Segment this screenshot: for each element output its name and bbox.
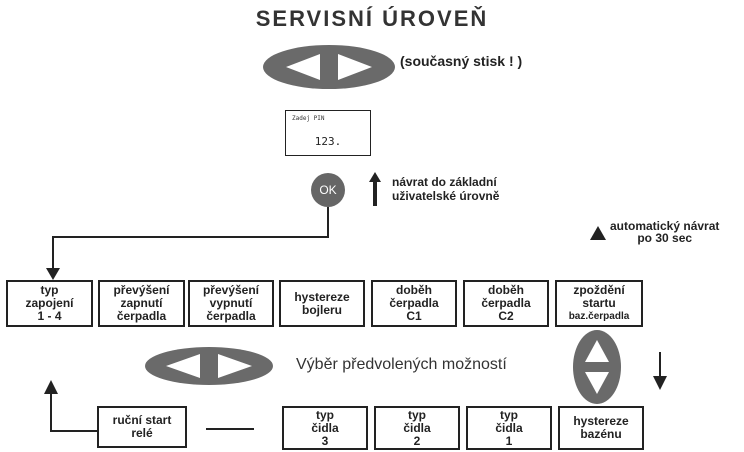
option-pump-on-diff[interactable]: převýšení zapnutí čerpadla [98,280,185,327]
option-line: C1 [406,309,422,323]
option-pool-hysteresis[interactable]: hystereze bazénu [558,406,644,450]
option-line: doběh [488,283,524,297]
button-ellipse [263,45,395,89]
arrow-right-icon [218,354,252,378]
option-line: vypnutí [209,296,253,310]
option-line: 3 [321,433,329,448]
connector-return-bottom [50,430,98,432]
triangle-up-icon [590,226,606,240]
option-line: převýšení [113,283,170,297]
arrow-down-icon [585,372,609,394]
ok-button[interactable]: OK [311,173,345,207]
option-line: 1 - 4 [37,309,62,323]
option-line: čerpadla [206,309,256,323]
option-manual-relay-start[interactable]: ruční start relé [97,406,187,448]
option-sensor-type-3[interactable]: typ čidla 3 [282,406,368,450]
left-right-buttons-select[interactable] [144,346,274,386]
button-ellipse [573,330,621,404]
arrow-down-icon [46,236,60,280]
pin-display: Zadej PIN 123. [285,110,371,156]
option-sensor-type-2[interactable]: typ čidla 2 [374,406,460,450]
option-sensor-type-1[interactable]: typ čidla 1 [466,406,552,450]
option-line: bojleru [301,302,342,317]
arrow-up-icon [44,380,58,432]
option-line: typ [408,407,426,422]
connector-horizontal [52,236,329,238]
option-boiler-hysteresis[interactable]: hystereze bojleru [279,280,365,327]
arrow-up-icon [585,340,609,362]
select-options-label: Výběr předvolených možností [296,356,507,373]
option-line: 2 [413,433,421,448]
option-line: typ [500,407,518,422]
auto-return-line1: automatický návrat [610,219,720,233]
option-line: typ [316,407,334,422]
option-pump-overrun-c1[interactable]: doběh čerpadla C1 [371,280,457,327]
option-line: zapojení [25,296,74,310]
arrow-left-icon [166,354,200,378]
option-line: startu [582,296,616,310]
option-line: zpoždění [573,283,625,297]
pin-label: Zadej PIN [292,115,325,122]
option-line: čerpadla [389,296,439,310]
arrow-up-icon [369,172,381,206]
option-pump-off-diff[interactable]: převýšení vypnutí čerpadla [188,280,274,327]
option-line: hystereze [294,289,350,304]
option-line: C2 [498,309,514,323]
option-line: čerpadla [481,296,531,310]
pin-value: 123. [314,135,342,148]
option-line: doběh [396,283,432,297]
option-connection-type[interactable]: typ zapojení 1 - 4 [6,280,93,327]
connector-vertical [327,207,329,238]
option-line: typ [40,283,59,297]
option-line: čidla [403,420,431,435]
auto-return-line2: po 30 sec [637,231,693,245]
option-line: ruční start [112,413,172,427]
option-line: čidla [495,420,523,435]
option-line: čerpadla [116,309,167,323]
return-basic-line2: uživatelské úrovně [392,189,500,203]
return-basic-line1: návrat do základní [392,175,497,189]
option-line: 1 [505,433,513,448]
arrow-left-icon [286,54,320,80]
dash-divider [206,428,254,430]
option-line: baz.čerpadla [568,311,630,322]
button-ellipse [145,347,273,385]
option-pool-pump-start-delay[interactable]: zpoždění startu baz.čerpadla [555,280,643,327]
page-title: SERVISNÍ ÚROVEŇ [255,6,489,31]
simultaneous-note: (současný stisk ! ) [400,53,523,69]
return-basic-note: návrat do základní uživatelské úrovně [392,175,499,203]
option-line: zapnutí [120,296,163,310]
auto-return-note: automatický návrat po 30 sec [610,220,719,244]
left-right-buttons[interactable] [262,44,396,90]
option-line: relé [131,426,153,440]
arrow-down-icon [653,352,667,390]
up-down-buttons[interactable] [571,328,623,406]
option-pump-overrun-c2[interactable]: doběh čerpadla C2 [463,280,549,327]
arrow-right-icon [338,54,372,80]
option-line: hystereze [573,414,629,428]
option-line: převýšení [202,283,260,297]
option-line: čidla [311,420,339,435]
option-line: bazénu [580,427,622,441]
